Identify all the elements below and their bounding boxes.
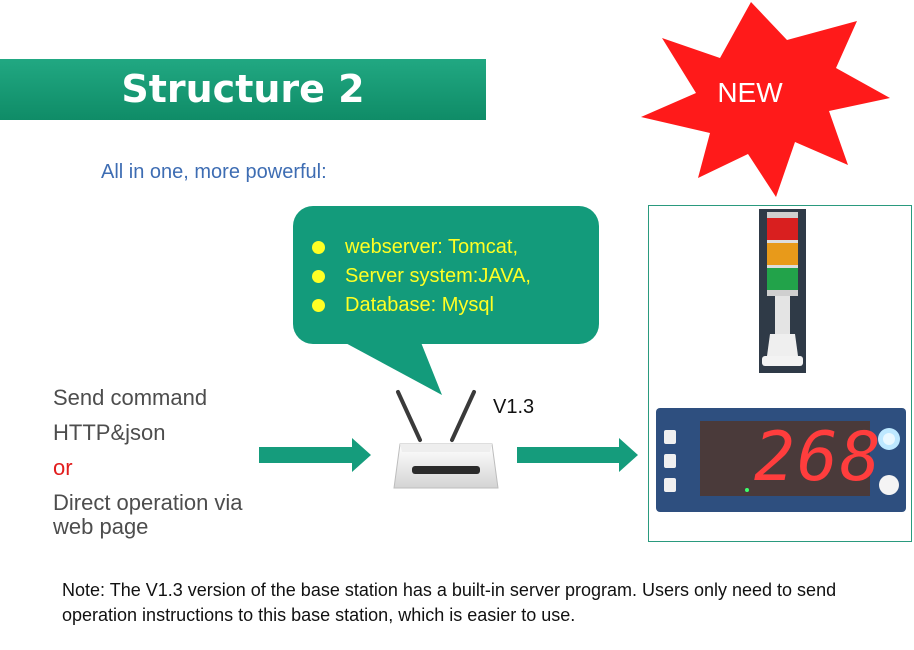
speech-bubble	[293, 206, 599, 344]
bubble-item-webserver: webserver: Tomcat,	[311, 233, 531, 262]
slide-title: Structure 2	[121, 67, 365, 111]
note-text: Note: The V1.3 version of the base stati…	[62, 580, 837, 625]
bubble-list: webserver: Tomcat, Server system:JAVA, D…	[311, 233, 531, 320]
label-direct-operation: Direct operation via	[53, 490, 243, 515]
display-value: 268	[754, 418, 883, 497]
title-bar	[0, 59, 486, 120]
label-or: or	[53, 455, 73, 480]
label-web-page: web page	[53, 514, 149, 539]
new-badge-label: NEW	[717, 77, 783, 108]
bubble-item-database: Database: Mysql	[311, 291, 531, 320]
subtitle: All in one, more powerful:	[101, 161, 327, 183]
label-send-command: Send command	[53, 385, 208, 410]
label-http-json: HTTP&json	[53, 420, 166, 445]
bubble-item-server-system: Server system:JAVA,	[311, 262, 531, 291]
router-version: V1.3	[493, 396, 535, 418]
